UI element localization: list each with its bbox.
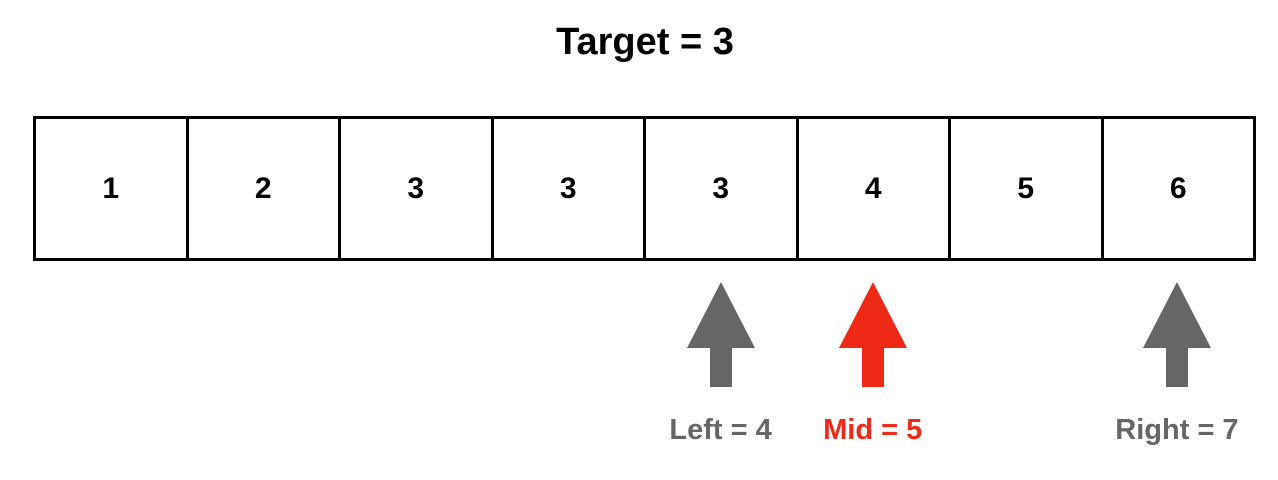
right-pointer-label: Right = 7	[1115, 414, 1239, 446]
array-cell-2: 3	[338, 119, 491, 258]
mid-pointer-label: Mid = 5	[823, 414, 923, 446]
right-pointer: Right = 7	[1087, 282, 1267, 447]
array-cell-5: 4	[795, 119, 949, 258]
left-pointer-label: Left = 4	[669, 414, 772, 446]
array-cell-0: 1	[102, 171, 120, 205]
array-cell-1: 2	[185, 119, 339, 258]
array-strip: 1 2 3 3 3 4 5 6	[33, 116, 1256, 261]
array-cell-4: 3	[643, 119, 796, 258]
target-title: Target = 3	[556, 21, 734, 63]
array-cell-3: 3	[490, 119, 644, 258]
mid-arrow-icon	[838, 282, 907, 387]
array-cell-7: 6	[1100, 119, 1254, 258]
array-cell-6: 5	[948, 119, 1101, 258]
right-arrow-icon	[1142, 282, 1211, 387]
mid-pointer: Mid = 5	[783, 282, 963, 447]
left-pointer: Left = 4	[631, 282, 811, 447]
left-arrow-icon	[686, 282, 755, 387]
